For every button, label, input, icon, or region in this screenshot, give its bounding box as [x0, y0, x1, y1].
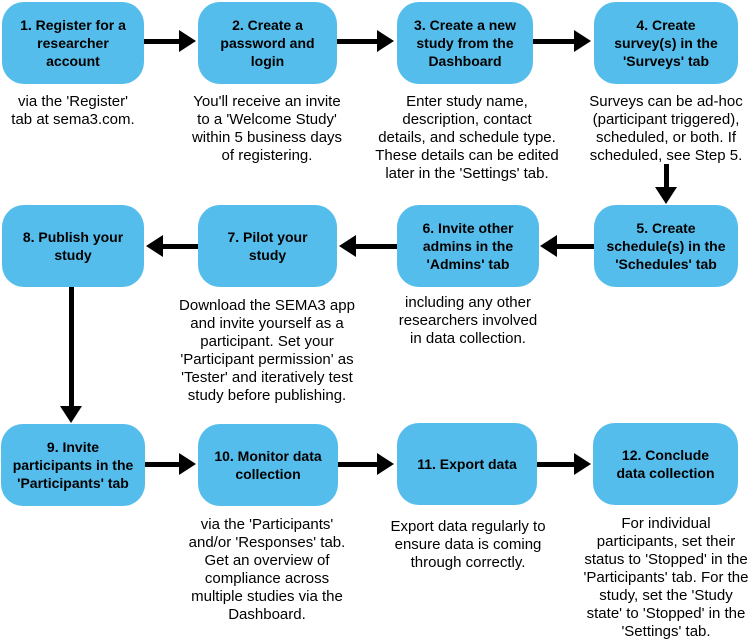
step-8-label: 8. Publish your study	[22, 229, 124, 263]
step-1-caption: via the 'Register' tab at sema3.com.	[11, 93, 135, 128]
arrow-shaft	[145, 462, 180, 467]
arrowhead-right-icon	[377, 453, 394, 475]
step-4-caption: Surveys can be ad-hoc (participant trigg…	[589, 93, 743, 164]
step-10-caption: via the 'Participants' and/or 'Responses…	[188, 516, 346, 623]
arrow-shaft	[144, 39, 180, 44]
step-2-caption: You'll receive an invite to a 'Welcome S…	[191, 93, 343, 164]
step-7-caption: Download the SEMA3 app and invite yourse…	[179, 297, 355, 404]
step-6-label: 6. Invite other admins in the 'Admins' t…	[422, 220, 514, 272]
arrowhead-down-icon	[655, 187, 677, 204]
step-9-node: 9. Invite participants in the 'Participa…	[1, 424, 145, 506]
arrow-shaft	[338, 462, 378, 467]
step-5-label: 5. Create schedule(s) in the 'Schedules'…	[606, 220, 726, 272]
arrowhead-right-icon	[574, 30, 591, 52]
step-6-node: 6. Invite other admins in the 'Admins' t…	[397, 205, 539, 287]
arrowhead-left-icon	[540, 235, 557, 257]
arrowhead-right-icon	[179, 30, 196, 52]
step-3-caption: Enter study name, description, contact d…	[375, 93, 559, 182]
step-3-label: 3. Create a new study from the Dashboard	[414, 17, 516, 69]
step-11-node: 11. Export data	[397, 423, 537, 505]
step-11-label: 11. Export data	[417, 456, 517, 472]
step-10-label: 10. Monitor data collection	[214, 448, 322, 482]
step-12-label: 12. Conclude data collection	[616, 447, 715, 481]
step-2-label: 2. Create a password and login	[220, 17, 315, 69]
step-12-caption: For individual participants, set their s…	[583, 515, 749, 640]
arrow-shaft	[533, 39, 575, 44]
step-7-node: 7. Pilot your study	[198, 205, 337, 287]
arrowhead-right-icon	[574, 453, 591, 475]
arrow-shaft	[69, 287, 74, 407]
arrow-shaft	[556, 244, 594, 249]
arrow-shaft	[162, 244, 198, 249]
step-3-node: 3. Create a new study from the Dashboard	[397, 2, 533, 84]
step-10-node: 10. Monitor data collection	[198, 424, 338, 506]
arrow-shaft	[337, 39, 378, 44]
arrowhead-right-icon	[179, 453, 196, 475]
arrowhead-left-icon	[146, 235, 163, 257]
step-8-node: 8. Publish your study	[2, 205, 144, 287]
arrow-shaft	[355, 244, 397, 249]
arrow-shaft	[537, 462, 575, 467]
step-11-caption: Export data regularly to ensure data is …	[390, 518, 546, 571]
step-6-caption: including any other researchers involved…	[398, 294, 538, 347]
arrowhead-down-icon	[60, 406, 82, 423]
step-4-label: 4. Create survey(s) in the 'Surveys' tab	[614, 17, 718, 69]
arrowhead-right-icon	[377, 30, 394, 52]
step-2-node: 2. Create a password and login	[198, 2, 337, 84]
step-1-node: 1. Register for a researcher account	[2, 2, 144, 84]
step-4-node: 4. Create survey(s) in the 'Surveys' tab	[594, 2, 738, 84]
arrow-shaft	[664, 164, 669, 188]
arrowhead-left-icon	[339, 235, 356, 257]
step-1-label: 1. Register for a researcher account	[20, 17, 126, 69]
step-9-label: 9. Invite participants in the 'Participa…	[12, 439, 134, 491]
step-5-node: 5. Create schedule(s) in the 'Schedules'…	[594, 205, 738, 287]
step-7-label: 7. Pilot your study	[227, 229, 308, 263]
step-12-node: 12. Conclude data collection	[593, 423, 738, 505]
